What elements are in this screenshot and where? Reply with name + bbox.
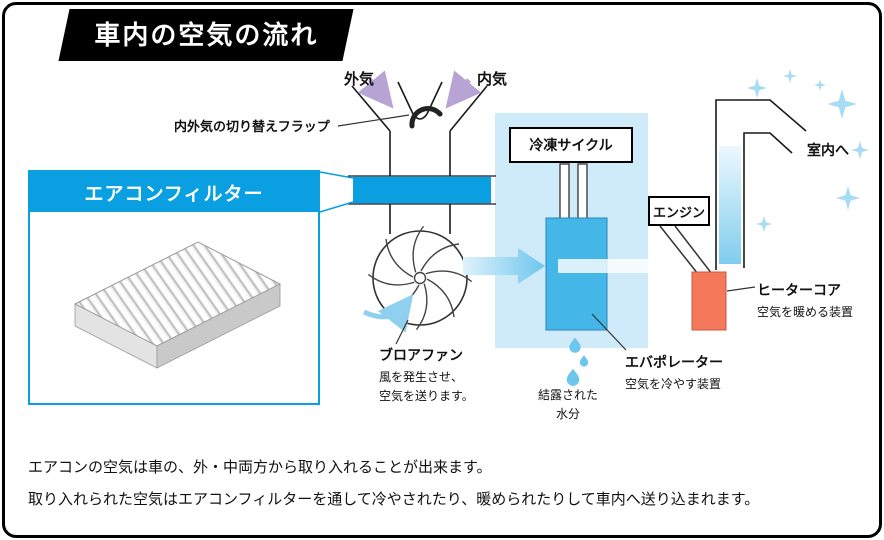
label-air-switch-flap: 内外気の切り替えフラップ (174, 119, 330, 134)
intake-ducts (351, 81, 488, 234)
label-refrigeration-cycle: 冷凍サイクル (529, 137, 613, 153)
aircon-filter-title: エアコンフィルター (30, 172, 318, 212)
cabin-duct (715, 99, 807, 270)
label-condensed-water: 結露された 水分 (537, 388, 598, 421)
filter-connector-lines (319, 171, 354, 213)
footer-description: エアコンの空気は車の、外・中両方から取り入れることが出来ます。 取り入れられた空… (28, 452, 759, 515)
airflow-arrow-main (463, 248, 545, 284)
label-to-cabin: 室内へ (807, 142, 849, 158)
footer-line-1: エアコンの空気は車の、外・中両方から取り入れることが出来ます。 (28, 459, 492, 476)
sparkles (747, 69, 869, 232)
title-banner: 車内の空気の流れ (58, 9, 354, 61)
footer-line-2: 取り入れられた空気はエアコンフィルターを通して冷やされたり、暖められたりして車内… (28, 490, 760, 508)
engine-pipes (659, 225, 713, 275)
label-evaporator: エバポレーター (625, 354, 723, 370)
label-blower-fan: ブロアファン (379, 347, 463, 363)
water-drop-icon (569, 337, 581, 353)
fan-intake-swoosh (362, 294, 414, 333)
inside-air-arrow (445, 70, 482, 109)
airflow-arrow-heater (558, 251, 688, 281)
label-blower-fan-desc: 風を発生させ、 空気を送ります。 (379, 370, 474, 403)
sparkle-icon (756, 216, 772, 232)
water-drop-icon (579, 355, 589, 367)
water-drops (566, 337, 589, 386)
sparkle-icon (836, 186, 860, 210)
outside-air-arrow (357, 70, 394, 109)
heater-core-block (691, 271, 727, 331)
label-heater-core: ヒーターコア (757, 282, 841, 298)
label-heater-core-desc: 空気を暖める装置 (757, 305, 854, 319)
label-inside-air: 内気 (477, 71, 508, 88)
blower-fan-illustration (367, 225, 473, 331)
sparkle-icon (783, 69, 797, 83)
water-drop-icon (566, 368, 580, 386)
page-title: 車内の空気の流れ (94, 20, 319, 50)
sparkle-icon (747, 78, 767, 98)
label-outside-air: 外気 (344, 71, 375, 88)
refrigeration-cycle-box: 冷凍サイクル (509, 127, 633, 163)
label-evaporator-desc: 空気を冷やす装置 (625, 377, 722, 391)
sparkle-icon (814, 79, 826, 91)
evaporator-leader-line (591, 313, 627, 351)
sparkle-icon (827, 89, 857, 119)
label-engine: エンジン (652, 204, 705, 220)
filter-illustration (73, 241, 282, 369)
aircon-filter-panel: エアコンフィルター (28, 170, 320, 405)
fan-leader-line (395, 319, 409, 345)
flap-leader-line (337, 114, 410, 127)
airflow-up-stripe (719, 146, 741, 264)
sparkle-icon (851, 141, 869, 159)
filter-right-face (156, 283, 281, 369)
air-switch-flap (409, 106, 443, 129)
engine-box: エンジン (648, 196, 710, 226)
aircon-filter-image (30, 212, 318, 403)
aircon-filter-bar (348, 175, 496, 205)
evaporator-block (545, 217, 608, 331)
heater-leader-line (726, 286, 756, 292)
